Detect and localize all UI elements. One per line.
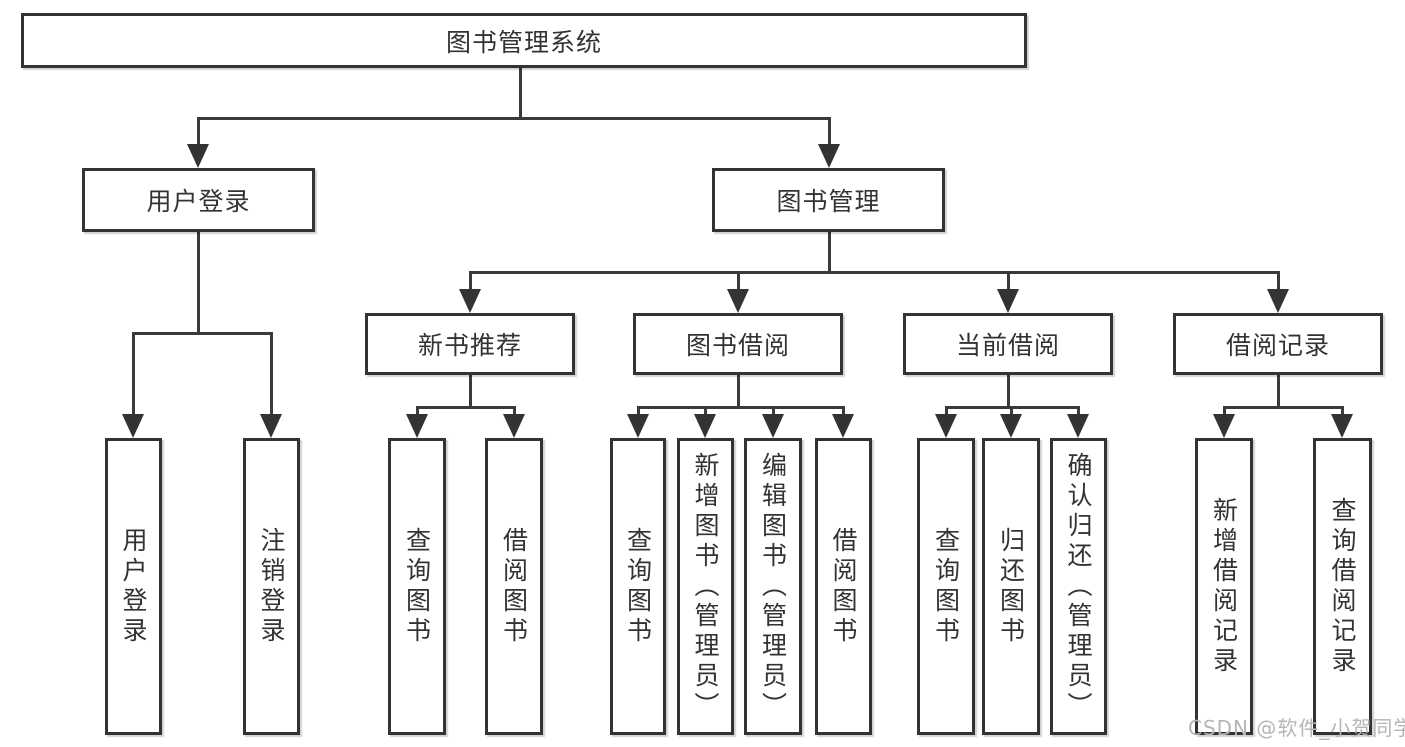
leaf-records-add-record-label: 新增借阅记录	[1209, 496, 1239, 677]
node-borrow-records-label: 借阅记录	[1225, 331, 1330, 360]
connector-line	[270, 333, 273, 418]
connector-line	[1010, 407, 1013, 417]
watermark-text: CSDN @软件_小贺同学	[1188, 716, 1405, 740]
connector-line	[704, 407, 707, 417]
connector-line	[637, 406, 845, 409]
arrow-down-icon	[406, 414, 428, 438]
node-new-book-recommend-label: 新书推荐	[417, 331, 522, 360]
arrow-down-icon	[260, 414, 282, 438]
arrow-down-icon	[187, 144, 209, 168]
node-current-borrowing: 当前借阅	[903, 313, 1113, 375]
connector-line	[416, 406, 516, 409]
connector-line	[828, 232, 831, 272]
arrow-down-icon	[459, 289, 481, 313]
leaf-newbooks-borrow-books-label: 借阅图书	[499, 526, 529, 647]
leaf-borrowing-add-books-admin-label: 新增图书（管理员）	[691, 451, 720, 722]
arrow-down-icon	[503, 414, 525, 438]
connector-line	[828, 118, 831, 148]
connector-line	[1277, 375, 1280, 407]
connector-line	[1223, 407, 1226, 417]
leaf-newbooks-query-books-label: 查询图书	[402, 526, 432, 647]
connector-line	[945, 406, 1080, 409]
connector-line	[1223, 406, 1344, 409]
arrow-down-icon	[122, 414, 144, 438]
connector-line	[416, 407, 419, 417]
node-book-borrowing-label: 图书借阅	[685, 331, 790, 360]
connector-line	[469, 271, 1280, 274]
arrow-down-icon	[694, 414, 716, 438]
node-book-management: 图书管理	[712, 168, 945, 232]
connector-line	[197, 117, 831, 120]
connector-line	[519, 68, 522, 118]
leaf-current-confirm-return-admin-label: 确认归还（管理员）	[1064, 451, 1093, 722]
leaf-records-query-record-label: 查询借阅记录	[1328, 496, 1357, 677]
arrow-down-icon	[727, 289, 749, 313]
node-book-borrowing: 图书借阅	[633, 313, 843, 375]
arrow-down-icon	[1067, 414, 1089, 438]
node-root-label: 图书管理系统	[445, 27, 602, 57]
arrow-down-icon	[935, 414, 957, 438]
leaf-borrowing-edit-books-admin: 编辑图书（管理员）	[744, 438, 802, 735]
leaf-newbooks-borrow-books: 借阅图书	[485, 438, 543, 735]
leaf-borrowing-borrow-books-label: 借阅图书	[829, 526, 858, 647]
node-new-book-recommend: 新书推荐	[365, 313, 575, 375]
node-borrow-records: 借阅记录	[1173, 313, 1383, 375]
arrow-down-icon	[762, 414, 784, 438]
connector-line	[1077, 407, 1080, 417]
arrow-down-icon	[1213, 414, 1235, 438]
leaf-borrowing-query-books: 查询图书	[610, 438, 666, 735]
leaf-current-query-books: 查询图书	[917, 438, 975, 735]
arrow-down-icon	[627, 414, 649, 438]
connector-line	[842, 407, 845, 417]
node-current-borrowing-label: 当前借阅	[955, 331, 1060, 360]
leaf-borrowing-add-books-admin: 新增图书（管理员）	[677, 438, 734, 735]
arrow-down-icon	[1267, 289, 1289, 313]
arrow-down-icon	[818, 144, 840, 168]
connector-line	[1007, 375, 1010, 407]
connector-line	[513, 407, 516, 417]
leaf-borrowing-borrow-books: 借阅图书	[815, 438, 872, 735]
leaf-current-return-books-label: 归还图书	[996, 526, 1026, 647]
connector-line	[1007, 272, 1010, 292]
leaf-current-query-books-label: 查询图书	[931, 526, 961, 647]
connector-line	[197, 232, 200, 333]
leaf-records-add-record: 新增借阅记录	[1195, 438, 1253, 735]
leaf-borrowing-edit-books-admin-label: 编辑图书（管理员）	[758, 451, 788, 722]
arrow-down-icon	[1000, 414, 1022, 438]
leaf-logout-label: 注销登录	[257, 526, 286, 647]
connector-line	[1341, 407, 1344, 417]
connector-line	[637, 407, 640, 417]
connector-line	[197, 118, 200, 148]
connector-line	[132, 333, 135, 418]
leaf-newbooks-query-books: 查询图书	[388, 438, 446, 735]
node-root: 图书管理系统	[21, 13, 1027, 68]
arrow-down-icon	[832, 414, 854, 438]
connector-line	[772, 407, 775, 417]
leaf-user-login-label: 用户登录	[119, 526, 148, 647]
connector-line	[469, 272, 472, 292]
node-user-login: 用户登录	[82, 168, 315, 232]
connector-line	[469, 375, 472, 407]
leaf-user-login: 用户登录	[105, 438, 162, 735]
connector-line	[1277, 272, 1280, 292]
leaf-current-return-books: 归还图书	[982, 438, 1040, 735]
leaf-logout: 注销登录	[243, 438, 300, 735]
connector-line	[945, 407, 948, 417]
leaf-borrowing-query-books-label: 查询图书	[623, 526, 653, 647]
connector-line	[132, 332, 273, 335]
connector-line	[737, 375, 740, 407]
node-book-management-label: 图书管理	[776, 187, 881, 216]
node-user-login-label: 用户登录	[146, 187, 251, 216]
arrow-down-icon	[997, 289, 1019, 313]
leaf-records-query-record: 查询借阅记录	[1313, 438, 1372, 735]
leaf-current-confirm-return-admin: 确认归还（管理员）	[1050, 438, 1107, 735]
arrow-down-icon	[1331, 414, 1353, 438]
connector-line	[737, 272, 740, 292]
